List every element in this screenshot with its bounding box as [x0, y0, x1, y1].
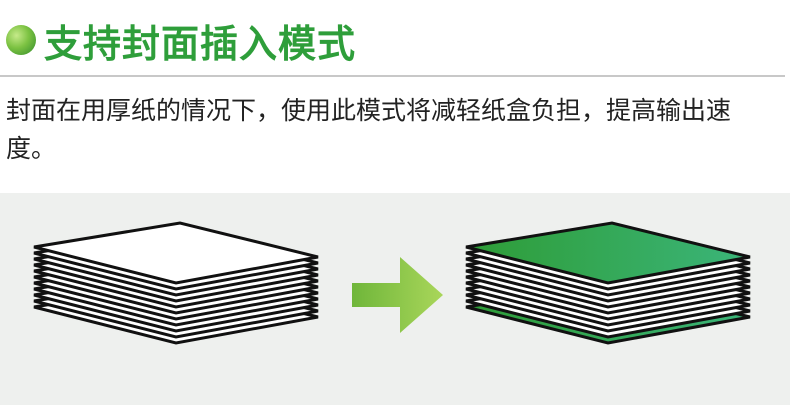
feature-description: 封面在用厚纸的情况下，使用此模式将减轻纸盒负担，提高输出速度。	[6, 96, 732, 163]
right-arrow-icon	[352, 257, 443, 333]
section-title: 支持封面插入模式	[44, 21, 357, 66]
top-cover-sheet	[465, 221, 751, 285]
illustration-panel	[0, 193, 790, 405]
plain-paper-stack	[33, 221, 319, 345]
green-circle-icon	[6, 25, 36, 55]
stack-sheets	[33, 221, 319, 345]
paper-stack-with-green-cover	[465, 221, 751, 345]
header-divider	[0, 75, 785, 77]
illustration-svg	[33, 221, 751, 345]
section-header: 支持封面插入模式	[6, 10, 356, 70]
